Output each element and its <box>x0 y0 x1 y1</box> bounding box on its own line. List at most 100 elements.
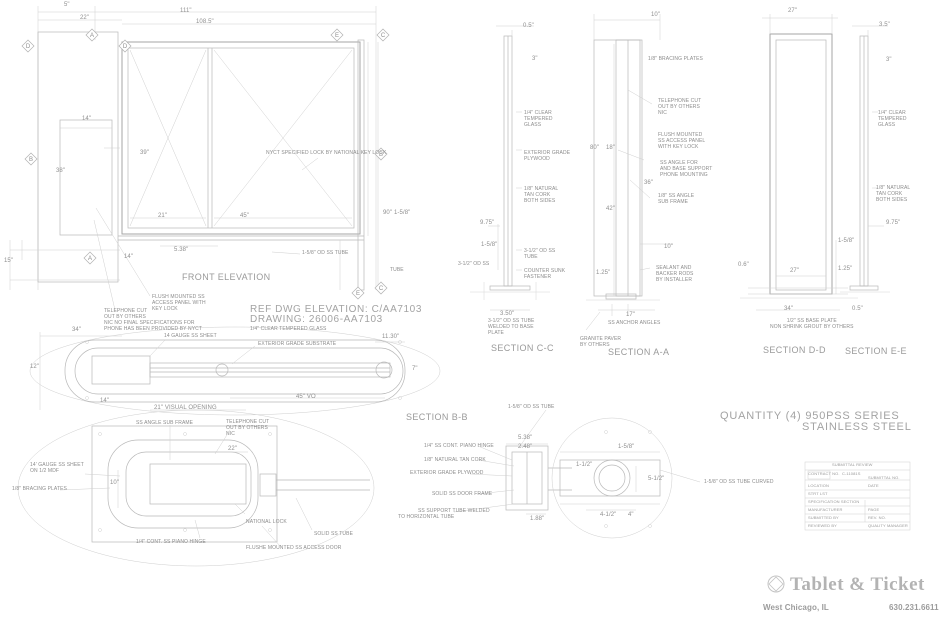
piano-hinge-note: 1/4" CONT. SS PIANO HINGE <box>136 539 206 545</box>
bb-cork-note: 1/8" NATURAL TAN CORK <box>424 457 486 463</box>
svg-text:A: A <box>88 256 92 262</box>
dim-14: 14" <box>82 116 92 122</box>
aa-dim-10b: 10" <box>664 244 674 250</box>
detail-dim-22: 22" <box>228 446 238 452</box>
aa-sealant-note: SEALANT AND BACKER RODS BY INSTALLER <box>656 265 694 283</box>
section-dd-linework <box>740 14 858 311</box>
dim-538: 5.38" <box>174 247 189 253</box>
quantity-line2: STAINLESS STEEL <box>802 421 912 433</box>
dd-base-note: 1/2" SS BASE PLATE NON SHRINK GROUT BY O… <box>770 318 854 330</box>
plan-detail-linework <box>17 409 375 567</box>
svg-text:E: E <box>356 291 360 297</box>
dim-38: 38" <box>56 168 66 174</box>
dim-108: 108.5" <box>196 19 214 25</box>
svg-text:B: B <box>29 157 33 163</box>
cc-dim-350: 3.50" <box>500 311 515 317</box>
stamp-row-rev: REV. NO. <box>868 515 886 520</box>
stamp-contract-no: C-11081S <box>842 471 861 476</box>
detail-telephone-note: TELEPHONE CUT OUT BY OTHERS NIC <box>226 419 270 437</box>
svg-text:E: E <box>335 33 339 39</box>
svg-text:B: B <box>379 152 383 158</box>
aa-granite-note: GRANITE PAVER BY OTHERS <box>580 336 622 348</box>
stamp-row-quality: QUALITY MANAGER <box>868 523 908 528</box>
dd-dim-34: 34" <box>784 306 794 312</box>
ee-dim-158: 1-5/8" <box>838 238 855 244</box>
aa-flush-note: FLUSH MOUNTED SS ACCESS PANEL WITH KEY L… <box>658 132 706 150</box>
stamp-title: SUBMITTAL REVIEW <box>832 462 873 467</box>
bb-dim-112: 1-1/2" <box>576 462 593 468</box>
bb-hinge-note: 1/4" SS CONT. PIANO HINGE <box>424 443 494 449</box>
dim-1-5-8: 1-5/8" <box>394 210 411 216</box>
ee-cork-note: 1/8" NATURAL TAN CORK BOTH SIDES <box>876 185 911 203</box>
aa-dim-18: 18" <box>606 145 616 151</box>
front-elevation-title: FRONT ELEVATION <box>182 272 271 282</box>
aa-dim-10: 10" <box>651 12 661 18</box>
bb-plywood-note: EXTERIOR GRADE PLYWOOD <box>410 470 484 476</box>
quantity-line1: QUANTITY (4) 950PSS SERIES <box>720 410 900 422</box>
bb-dim-512: 5-1/2" <box>648 476 665 482</box>
tube-note: TUBE <box>390 267 404 273</box>
svg-text:D: D <box>123 44 128 50</box>
company-seal-icon <box>767 575 785 593</box>
detail-dim-10: 10" <box>110 480 120 486</box>
svg-text:C: C <box>381 33 386 39</box>
dim-90: 90" <box>383 210 393 216</box>
dim-111: 111" <box>180 8 192 14</box>
cc-dim-975: 9.75" <box>480 220 495 226</box>
svg-text:D: D <box>26 44 31 50</box>
bracing-plates-note: 1/8" BRACING PLATES <box>12 486 67 492</box>
stamp-row-reviewed: REVIEWED BY <box>808 523 837 528</box>
plan-dim-7: 7" <box>412 366 418 372</box>
bb-dim-188: 1.88" <box>530 516 545 522</box>
cc-plywood-note: EXTERIOR GRADE PLYWOOD <box>524 150 571 162</box>
plan-dim-21vo: 21" VISUAL OPENING <box>154 405 217 411</box>
aa-dim-42: 42" <box>606 206 616 212</box>
stamp-contract-label: CONTRACT NO. <box>808 471 840 476</box>
plan-dim-1130: 11.30" <box>382 334 400 340</box>
cc-fastener-note: COUNTER SUNK FASTENER <box>524 268 566 280</box>
aa-dim-17: 17" <box>626 312 636 318</box>
national-lock-note: NATIONAL LOCK <box>246 519 287 525</box>
bb-dim-248: 2.48" <box>518 444 533 450</box>
bb-support-note: SS SUPPORT TUBE WELDED TO HORIZONTAL TUB… <box>398 508 490 520</box>
stamp-row-location: LOCATION <box>808 483 829 488</box>
dd-dim-125: 1.25" <box>838 266 853 272</box>
solid-tube-note: SOLID SS TUBE <box>314 531 353 537</box>
ref-glass-note: 1/4" CLEAR TEMPERED GLASS <box>250 326 327 332</box>
aa-dim-80: 80" <box>590 145 600 151</box>
svg-text:C: C <box>379 286 384 292</box>
ref-dwg-line1: REF DWG ELEVATION: C/AA7103 <box>250 304 422 315</box>
plan-top-linework <box>29 326 441 416</box>
section-ee-linework <box>840 25 890 293</box>
dim-22: 22" <box>80 15 90 21</box>
section-aa-linework <box>585 14 672 331</box>
company-name: Tablet & Ticket <box>790 574 925 595</box>
key-lock-note: NYCT SPECIFIED LOCK BY NATIONAL KEY LOCK <box>266 150 387 156</box>
stamp-box-linework <box>804 461 911 531</box>
gauge-sheet-note: 14 GAUGE SS SHEET <box>164 333 217 339</box>
aa-sub-note: 1/8" SS ANGLE SUB FRAME <box>658 193 695 205</box>
stamp-row-submitted: SUBMITTED BY <box>808 515 839 520</box>
bb-dim-158: 1-5/8" <box>618 444 635 450</box>
stamp-row-submittal: SUBMITTAL NO. <box>868 475 900 480</box>
section-ee-title: SECTION E-E <box>845 346 907 356</box>
stamp-row-spec: SPECIFICATION SECTION <box>808 499 860 504</box>
bb-dim-4: 4" <box>628 512 634 518</box>
section-cc-linework <box>470 25 550 311</box>
gauge-sheet-mdf-note: 14' GAUGE SS SHEET ON 1/2 MDF <box>30 462 84 474</box>
bb-dim-412: 4-1/2" <box>600 512 617 518</box>
aa-dim-125: 1.25" <box>596 270 611 276</box>
stamp-row-date: DATE <box>868 483 879 488</box>
cc-tube-b-note: 3-1/2" OD SS <box>458 261 490 267</box>
plan-dim-12: 12" <box>30 364 40 370</box>
bb-frame-note: SOLID SS DOOR FRAME <box>432 491 493 497</box>
ref-dwg-line2: DRAWING: 26006-AA7103 <box>250 314 383 325</box>
dim-21: 21" <box>158 213 168 219</box>
bb-curved-note: 1-5/8" OD SS TUBE CURVED <box>704 479 774 485</box>
substrate-note: EXTERIOR GRADE SUBSTRATE <box>258 341 337 347</box>
dd-dim-06: 0.6" <box>738 262 749 268</box>
stamp-row-manufacturer: MANUFACTURER <box>808 507 843 512</box>
plan-dim-45vo: 45" VO <box>296 394 316 400</box>
